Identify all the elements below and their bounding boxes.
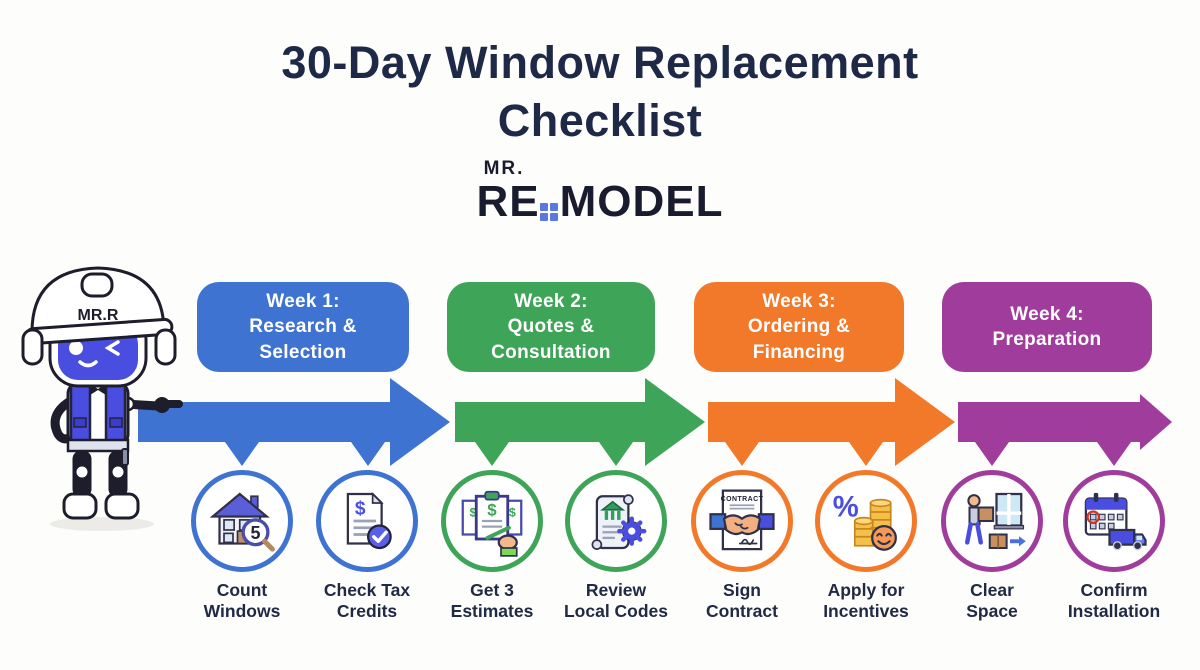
delivery-truck-icon — [1108, 528, 1147, 551]
smiley-face-icon — [871, 524, 897, 551]
week3-line1: Week 3: — [762, 291, 836, 313]
signature — [738, 538, 758, 546]
week2-arrow — [455, 378, 705, 466]
week1-arrow — [138, 378, 450, 466]
robot-head: MR.R — [21, 266, 177, 388]
week2-line3: Consultation — [491, 341, 611, 363]
logo-wordmark: RE MODEL — [476, 180, 723, 224]
moving-boxes-window-icon — [965, 492, 1026, 550]
step-circle-apply-incentives: % — [815, 470, 917, 572]
week1-box: Week 1: Research & Selection — [197, 282, 409, 372]
step-circle-count-windows: 5 — [191, 470, 293, 572]
handshake — [709, 513, 775, 536]
mr-r-robot-mascot: MR.R — [21, 266, 183, 531]
week3-line2: Ordering & — [747, 316, 851, 338]
calendar-truck-icon — [1084, 492, 1147, 551]
dollar-sign: $ — [355, 498, 366, 519]
gear-icon — [617, 516, 647, 546]
contract-handshake-icon: CONTRACT — [709, 489, 775, 551]
week2-line1: Week 2: — [514, 291, 588, 313]
calendar — [1084, 492, 1128, 536]
dollar-document-check-icon: $ — [346, 491, 392, 550]
title-line-1: 30-Day Window Replacement — [281, 37, 919, 88]
clipboards-signing-icon: $ $ $ — [461, 490, 523, 557]
ear-muff-right — [154, 328, 177, 366]
title-line-2: Checklist — [497, 94, 703, 146]
logo-word-left: RE — [476, 177, 540, 226]
hat-label: MR.R — [78, 307, 119, 324]
week1-line3: Selection — [259, 341, 347, 363]
svg-text:$: $ — [470, 506, 477, 520]
window-count-badge: 5 — [250, 523, 260, 543]
week3-box: Week 3: Ordering & Financing — [694, 282, 904, 372]
week4-arrow — [958, 394, 1172, 466]
ear-muff-left — [21, 328, 44, 366]
open-eye — [69, 341, 83, 355]
contract-title: CONTRACT — [721, 496, 764, 503]
tool-belt — [66, 438, 130, 453]
step-circle-clear-space — [941, 470, 1043, 572]
step-circle-confirm-installation — [1063, 470, 1165, 572]
week4-line1: Week 4: — [1010, 303, 1084, 325]
smile — [78, 360, 98, 368]
logo-prefix: MR. — [483, 158, 525, 179]
percent-sign: % — [833, 492, 859, 524]
estimate-dollar-sign: $ — [487, 500, 497, 519]
week2-box: Week 2: Quotes & Consultation — [447, 282, 655, 372]
wink-eye — [104, 340, 120, 356]
week4-box: Week 4: Preparation — [942, 282, 1152, 372]
scroll-bank-gear-icon — [591, 494, 647, 550]
week2-line2: Quotes & — [507, 316, 595, 338]
week1-line2: Research & — [249, 316, 357, 338]
week3-line3: Financing — [752, 341, 846, 363]
coins-percent-icon: % — [833, 492, 897, 551]
circled-date — [1086, 510, 1100, 524]
hard-hat — [30, 266, 166, 334]
right-arrow-icon — [1010, 536, 1026, 547]
step-circle-get-3-estimates: $ $ $ — [441, 470, 543, 572]
step-circle-check-tax-credits: $ — [316, 470, 418, 572]
window-panes-icon — [539, 203, 558, 221]
step-circle-review-local-codes — [565, 470, 667, 572]
step-circle-sign-contract: CONTRACT — [691, 470, 793, 572]
page-title: 30-Day Window Replacement Checklist — [0, 34, 1200, 149]
brand-logo: MR. RE MODEL — [0, 158, 1200, 224]
svg-text:$: $ — [509, 506, 516, 520]
window-frame — [993, 492, 1025, 530]
week4-line2: Preparation — [992, 329, 1102, 350]
house-magnifier-icon: 5 — [209, 492, 275, 552]
week3-arrow — [708, 378, 955, 466]
week1-line1: Week 1: — [266, 291, 340, 313]
timeline-arrows — [138, 378, 1172, 466]
person-carrying-box — [965, 494, 995, 545]
logo-word-right: MODEL — [559, 177, 724, 226]
pointing-hand — [119, 396, 183, 413]
